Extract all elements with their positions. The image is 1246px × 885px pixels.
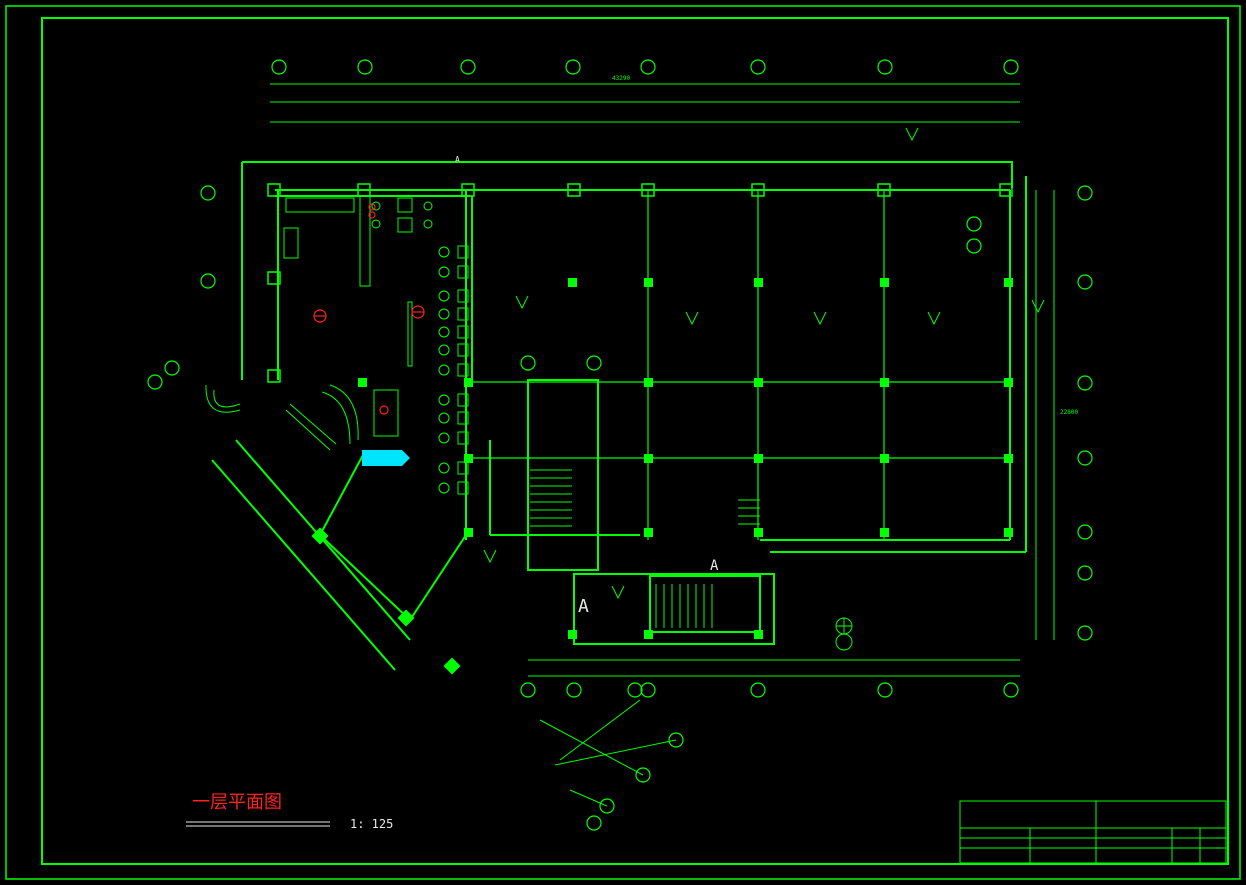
- top-overall-dimension: 43290: [612, 75, 630, 82]
- interior-grid: [472, 190, 1010, 540]
- top-dimension-lines: [270, 83, 1020, 123]
- lobby-curved-stair: [205, 384, 359, 451]
- drawing-title: 一层平面图: [192, 792, 282, 813]
- right-overall-dimension: 22800: [1060, 409, 1078, 416]
- axis-label-north: A: [455, 155, 460, 164]
- title-block: [959, 800, 1227, 864]
- stair-treads: [530, 469, 760, 628]
- drawing-scale: 1: 125: [350, 817, 393, 831]
- building-walls: [211, 161, 1027, 671]
- diagonal-axis-leaders: [539, 699, 677, 807]
- top-wall-columns: [267, 183, 1013, 383]
- red-markers: [313, 203, 425, 415]
- seating-symbols: [283, 195, 413, 437]
- axis-bubbles: [147, 59, 1093, 831]
- outer-border: [5, 5, 1241, 880]
- room-mark-lower: A: [578, 596, 589, 617]
- structural-columns: [311, 278, 1013, 675]
- title-underline: [186, 821, 330, 827]
- table-dining-sets: [371, 201, 469, 495]
- room-mark-stair: A: [710, 558, 719, 574]
- bottom-dimension-lines: [528, 659, 1020, 677]
- level-symbols: [483, 127, 1045, 651]
- right-dimension-lines: [1035, 190, 1055, 640]
- inner-border: [41, 17, 1229, 865]
- reception-desk: [362, 450, 410, 466]
